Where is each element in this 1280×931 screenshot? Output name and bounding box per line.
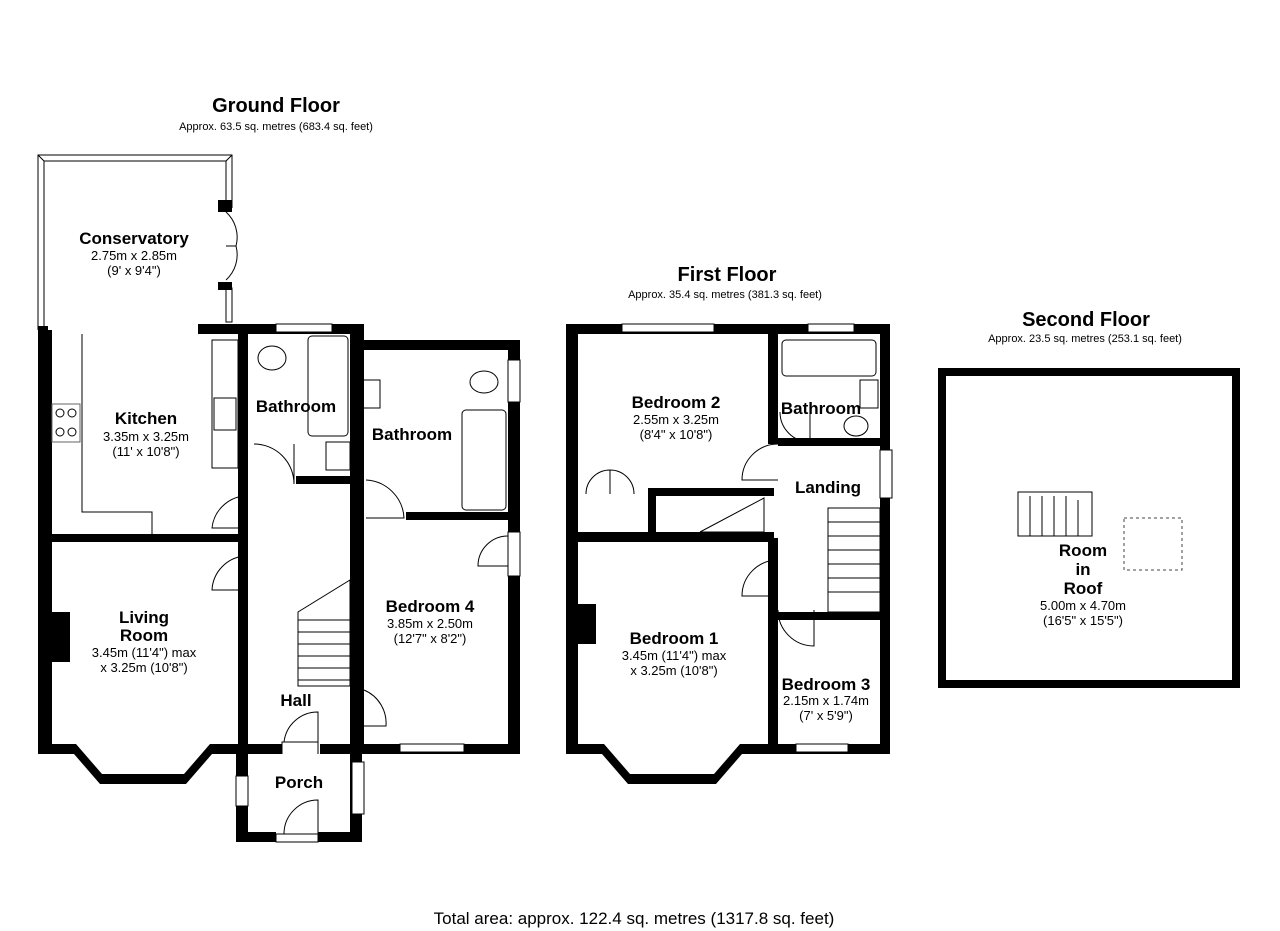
kitchen-worktop <box>81 334 153 534</box>
svg-text:in: in <box>1075 560 1090 579</box>
sink-icon <box>213 397 237 431</box>
door-swing <box>741 559 779 597</box>
svg-text:Room: Room <box>120 626 168 645</box>
wardrobe-door <box>585 469 635 495</box>
kitchen-label: Kitchen <box>115 409 177 428</box>
bathroom-label: Bathroom <box>781 399 861 418</box>
stairs <box>699 497 765 533</box>
basin-icon <box>361 379 381 409</box>
landing-label: Landing <box>795 478 861 497</box>
svg-text:3.35m x 3.25m: 3.35m x 3.25m <box>103 429 189 444</box>
door-swing <box>211 495 245 529</box>
conservatory-label: Conservatory <box>79 229 189 248</box>
second-floor-plan <box>938 368 1240 688</box>
door-swing <box>211 555 245 591</box>
bedroom-1-label: Bedroom 1 <box>630 629 719 648</box>
bay-window <box>566 744 890 784</box>
bay-window <box>38 744 238 784</box>
door-swing <box>283 711 319 743</box>
svg-text:2.75m x 2.85m: 2.75m x 2.85m <box>91 248 177 263</box>
first-floor-title: First Floor <box>678 264 777 286</box>
door-swing <box>365 479 405 519</box>
porch-label: Porch <box>275 773 323 792</box>
svg-text:3.85m x 2.50m: 3.85m x 2.50m <box>387 616 473 631</box>
bath-icon <box>307 335 349 437</box>
svg-text:5.00m x 4.70m: 5.00m x 4.70m <box>1040 598 1126 613</box>
door-swing <box>253 443 295 485</box>
living-room-label: Living <box>119 608 169 627</box>
door-swing <box>363 689 387 727</box>
door-swing <box>777 609 815 647</box>
roof-light <box>1123 517 1183 571</box>
toilet-icon <box>843 415 869 437</box>
toilet-icon <box>469 370 499 394</box>
svg-text:(11' x 10'8"): (11' x 10'8") <box>112 444 179 459</box>
fireplace <box>52 612 70 662</box>
door-swing <box>283 799 319 835</box>
fireplace <box>578 604 596 644</box>
basin-icon <box>325 441 351 471</box>
first-floor-plan <box>566 323 893 784</box>
svg-text:(16'5" x 15'5"): (16'5" x 15'5") <box>1043 613 1123 628</box>
bathroom-label: Bathroom <box>372 425 452 444</box>
door-swing <box>477 535 509 567</box>
first-floor-area: Approx. 35.4 sq. metres (381.3 sq. feet) <box>628 289 822 301</box>
svg-text:(8'4" x 10'8"): (8'4" x 10'8") <box>640 427 713 442</box>
second-floor-area: Approx. 23.5 sq. metres (253.1 sq. feet) <box>988 333 1182 345</box>
ground-floor-area: Approx. 63.5 sq. metres (683.4 sq. feet) <box>179 121 373 133</box>
ground-floor-title: Ground Floor <box>212 95 340 117</box>
hall-label: Hall <box>280 691 311 710</box>
basin-icon <box>859 379 879 409</box>
bathroom-label: Bathroom <box>256 397 336 416</box>
svg-text:(12'7" x 8'2"): (12'7" x 8'2") <box>394 631 467 646</box>
bedroom-3-label: Bedroom 3 <box>782 675 871 694</box>
conservatory-frame <box>37 154 233 330</box>
svg-text:(9' x 9'4"): (9' x 9'4") <box>107 263 161 278</box>
stairs <box>297 579 351 687</box>
stairs <box>827 507 881 613</box>
door-swing <box>779 411 811 443</box>
bedroom-2-label: Bedroom 2 <box>632 393 721 412</box>
svg-text:Roof: Roof <box>1064 579 1103 598</box>
bedroom-4-label: Bedroom 4 <box>386 597 475 616</box>
french-door-icon <box>225 211 238 281</box>
svg-text:x 3.25m (10'8"): x 3.25m (10'8") <box>630 663 717 678</box>
total-area: Total area: approx. 122.4 sq. metres (13… <box>434 909 835 928</box>
ground-floor-plan <box>37 154 521 843</box>
svg-text:2.15m x 1.74m: 2.15m x 1.74m <box>783 693 869 708</box>
svg-text:2.55m x 3.25m: 2.55m x 3.25m <box>633 412 719 427</box>
svg-text:3.45m (11'4") max: 3.45m (11'4") max <box>622 648 727 663</box>
second-floor-title: Second Floor <box>1022 309 1150 331</box>
hob-icon <box>51 403 81 443</box>
toilet-icon <box>257 345 287 371</box>
west-wall <box>38 330 52 754</box>
room-in-roof-label: Room <box>1059 541 1107 560</box>
door-swing <box>741 443 779 481</box>
svg-text:(7' x 5'9"): (7' x 5'9") <box>799 708 853 723</box>
stairs <box>1017 491 1093 537</box>
svg-text:3.45m (11'4") max: 3.45m (11'4") max <box>92 645 197 660</box>
svg-text:x 3.25m (10'8"): x 3.25m (10'8") <box>100 660 187 675</box>
bath-icon <box>781 339 877 377</box>
bath-icon <box>461 409 507 511</box>
